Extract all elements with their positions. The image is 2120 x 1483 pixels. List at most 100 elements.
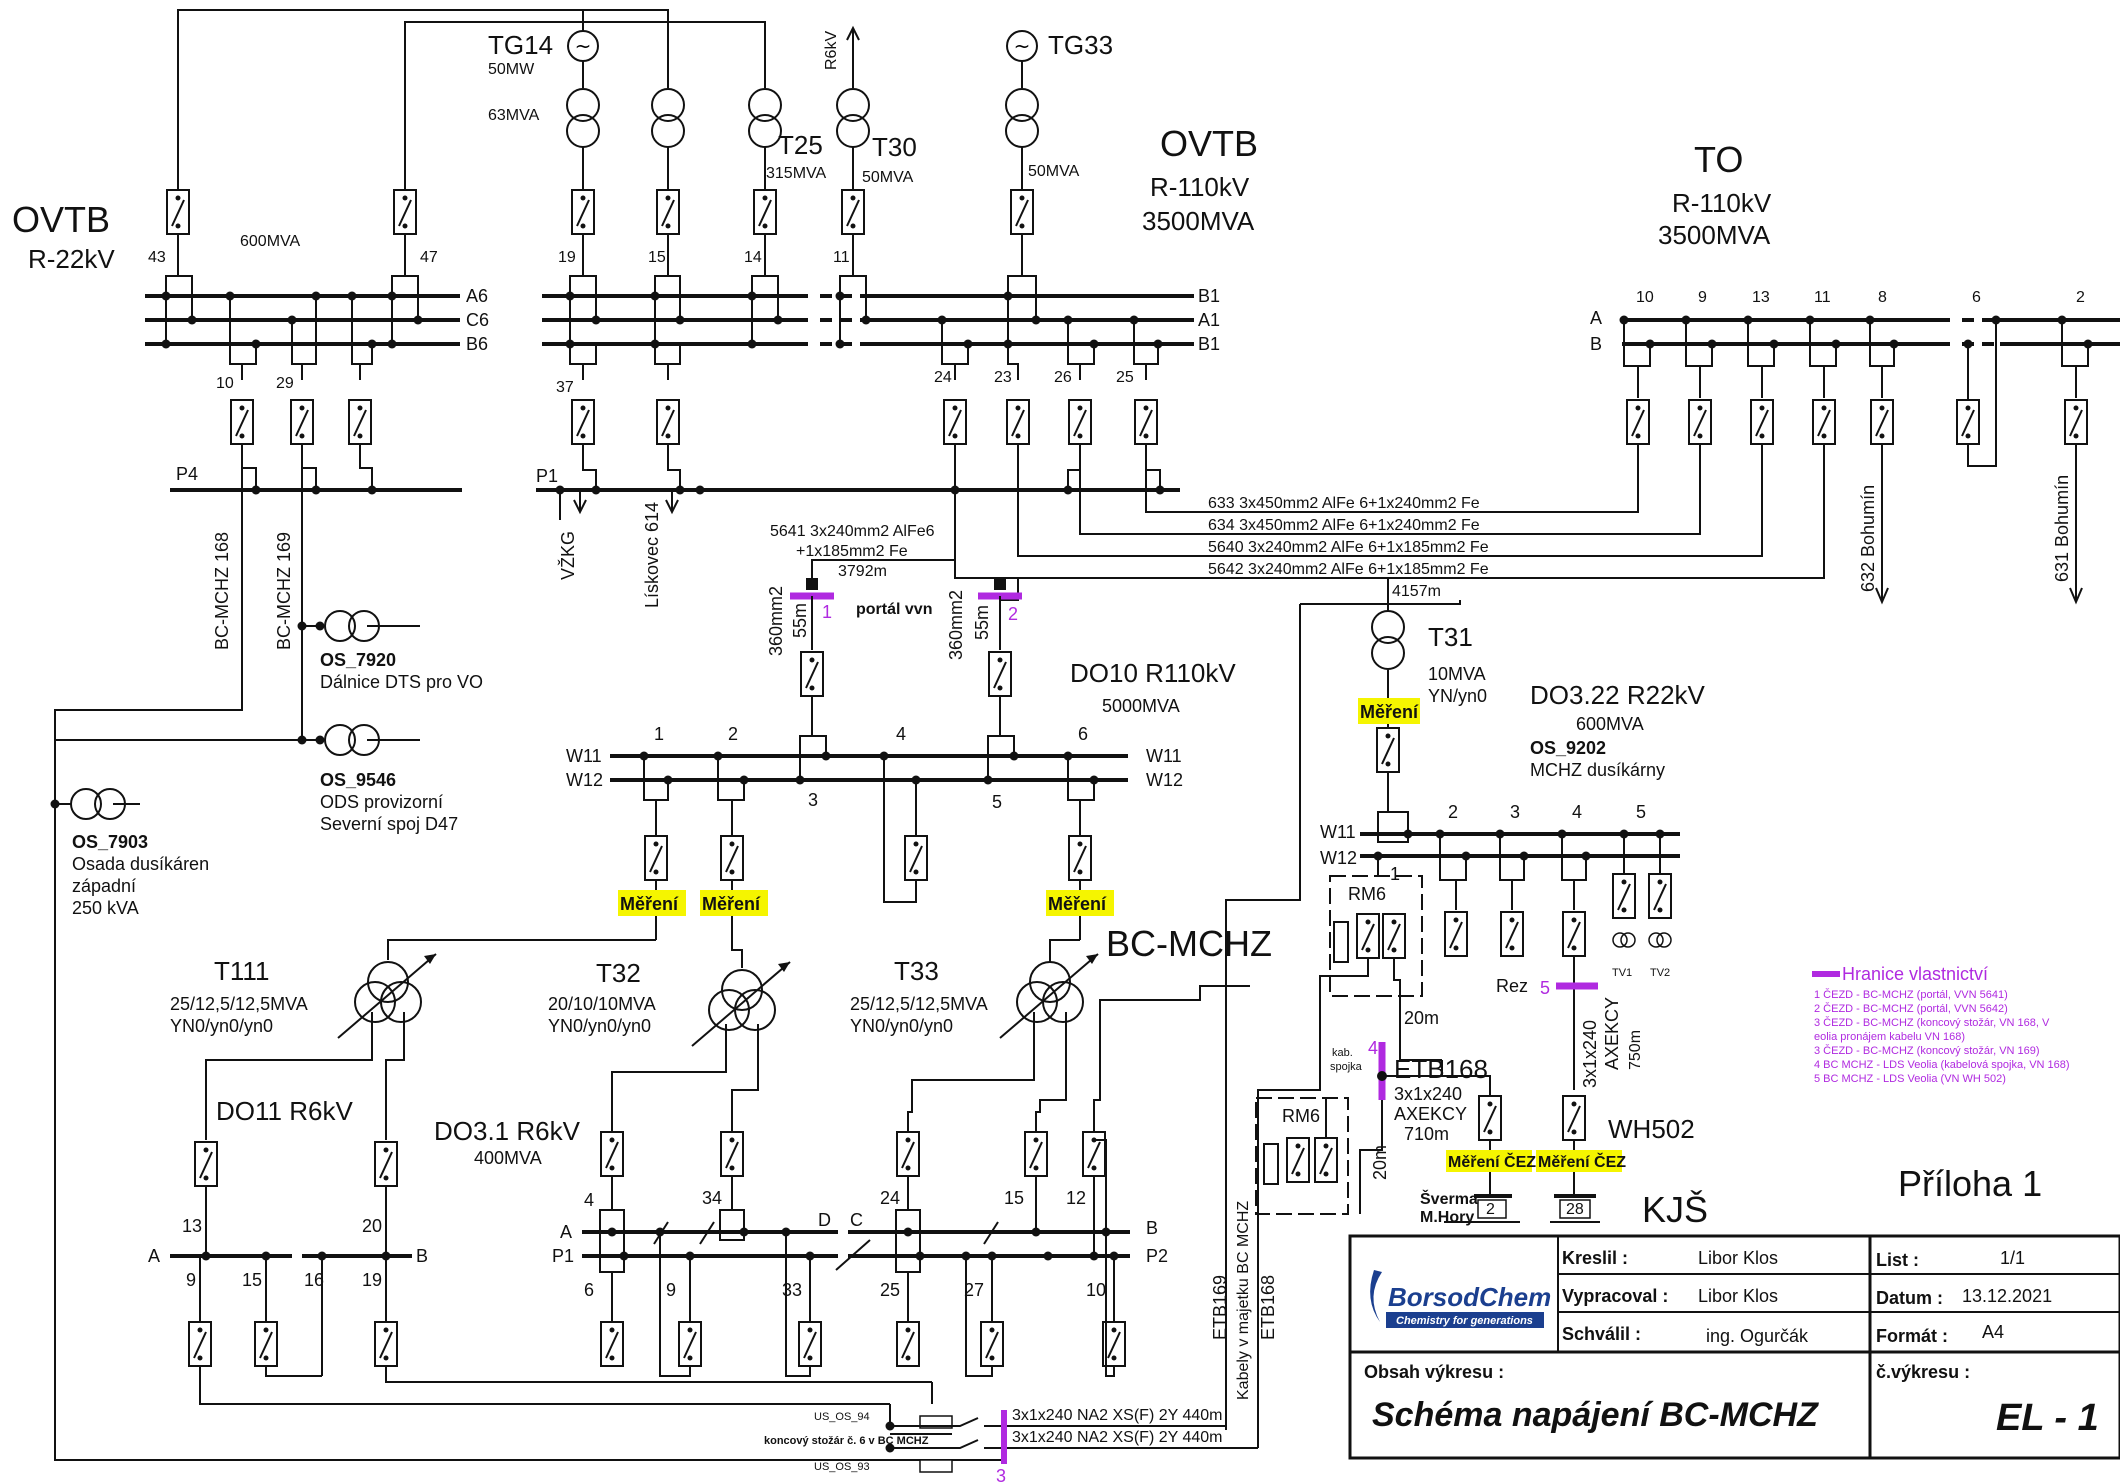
- brand-name: BorsodChem: [1388, 1282, 1551, 1312]
- portal-label: portál vvn: [856, 601, 932, 618]
- feeder-19-label: 19: [558, 249, 576, 266]
- obsah-label: Obsah výkresu :: [1364, 1362, 1504, 1382]
- do10-section: 1 2 portál vvn 360mm2 55m 360mm2 55m DO1…: [387, 578, 1272, 968]
- ovtb-mid-power: 3500MVA: [1142, 206, 1255, 236]
- cable-634: 634 3x450mm2 AlFe 6+1x240mm2 Fe: [1208, 517, 1480, 534]
- cable-5641-b: +1x185mm2 Fe: [796, 543, 908, 560]
- do11-section: DO11 R6kV 13 20 A B 9 15 16 19: [148, 1096, 932, 1405]
- line-bc-mchz-169: BC-MCHZ 169: [274, 532, 294, 650]
- tg33-mva: 50MVA: [1028, 163, 1080, 180]
- to-voltage: R-110kV: [1672, 188, 1772, 218]
- do31-title: DO3.1 R6kV: [434, 1116, 581, 1146]
- do11-f13: 13: [182, 1216, 202, 1236]
- legend-item-5: 4 BC MCHZ - LDS Veolia (kabelová spojka,…: [1814, 1059, 2070, 1071]
- do11-f16: 16: [304, 1270, 324, 1290]
- ovtb-left-name: OVTB: [12, 199, 110, 240]
- bottom-us-os-section: US_OS_94 US_OS_93 koncový stožár č. 6 v …: [764, 1382, 1258, 1483]
- datum-value: 13.12.2021: [1962, 1286, 2052, 1306]
- feeder-11-label: 11: [833, 249, 850, 266]
- do322-os-desc: MCHZ dusíkárny: [1530, 760, 1665, 780]
- etb168-cable-b: AXEKCY: [1394, 1104, 1467, 1124]
- mereni-cez-1: Měření ČEZ: [1448, 1152, 1536, 1171]
- do10-bus-w11-left: W11: [566, 746, 602, 766]
- do31-bus-a: A: [560, 1222, 572, 1242]
- p1-out-vzkg: VŽKG: [558, 531, 578, 580]
- cable-5641-a: 5641 3x240mm2 AlFe6: [770, 523, 935, 540]
- tv1-label: TV1: [1612, 967, 1632, 979]
- kabely-vertical: Kabely v majetku BC MCHZ: [1235, 1201, 1252, 1400]
- t25-name: T25: [778, 130, 823, 160]
- os-7903-desc2: západní: [72, 876, 136, 896]
- do31-f10: 10: [1086, 1280, 1106, 1300]
- spojka-a: kab.: [1332, 1047, 1353, 1059]
- t32-mva: 20/10/10MVA: [548, 994, 656, 1014]
- portal1-mm: 360mm2: [766, 586, 786, 656]
- len-20m-top: 20m: [1404, 1008, 1439, 1028]
- gen-tg14-mva: 63MVA: [488, 107, 540, 124]
- ownership-legend: Hranice vlastnictví 1 ČEZD - BC-MCHZ (po…: [1812, 964, 2070, 1085]
- do31-f34: 34: [702, 1188, 722, 1208]
- do31-bus-p2: P2: [1146, 1246, 1168, 1266]
- to-f2: 2: [2076, 289, 2085, 306]
- cables-110kv: 633 3x450mm2 AlFe 6+1x240mm2 Fe 634 3x45…: [770, 444, 1825, 601]
- axekcy-750-c: 750m: [1627, 1030, 1644, 1070]
- do322-f3: 3: [1510, 802, 1520, 822]
- to-f11: 11: [1814, 289, 1831, 306]
- do322-os: OS_9202: [1530, 738, 1606, 758]
- os-7903-desc1: Osada dusíkáren: [72, 854, 209, 874]
- t111-mva: 25/12,5/12,5MVA: [170, 994, 308, 1014]
- do31-power: 400MVA: [474, 1148, 542, 1168]
- do31-f4: 4: [584, 1190, 594, 1210]
- do11-bus-b: B: [416, 1246, 428, 1266]
- t30-name: T30: [872, 132, 917, 162]
- do31-bus-b: B: [1146, 1218, 1158, 1238]
- drawing-number: EL - 1: [1996, 1397, 2099, 1439]
- do322-section: T31 10MVA YN/yn0 Měření DO3.22 R22kV 600…: [1210, 578, 1708, 1448]
- mereni-t32: Měření: [702, 894, 761, 914]
- do10-f6: 6: [1078, 724, 1088, 744]
- os-7920-id: OS_7920: [320, 650, 396, 670]
- format-label: Formát :: [1876, 1326, 1948, 1346]
- etb168-vertical: ETB168: [1258, 1275, 1278, 1340]
- etb169-vertical: ETB169: [1210, 1275, 1230, 1340]
- etb168-cable-a: 3x1x240: [1394, 1084, 1462, 1104]
- os-9546-desc2: Severní spoj D47: [320, 814, 458, 834]
- do11-f19: 19: [362, 1270, 382, 1290]
- gen-tg14-name: TG14: [488, 30, 553, 60]
- format-value: A4: [1982, 1322, 2004, 1342]
- feeder-43-label: 43: [148, 249, 166, 266]
- to-bus-b: B: [1590, 334, 1602, 354]
- legend-item-3: 3 ČEZD - BC-MCHZ (koncový stožár, VN 168…: [1814, 1016, 2050, 1029]
- cable-440-b: 3x1x240 NA2 XS(F) 2Y 440m: [1012, 1429, 1222, 1446]
- t30-mva: 50MVA: [862, 169, 914, 186]
- kjs-label: KJŠ: [1642, 1189, 1708, 1230]
- etb168-name: ETB168: [1394, 1054, 1488, 1084]
- legend-item-2: 2 ČEZD - BC-MCHZ (portál, VVN 5642): [1814, 1002, 2008, 1015]
- kreslil-label: Kreslil :: [1562, 1248, 1628, 1268]
- etb168-cable-c: 710m: [1404, 1124, 1449, 1144]
- sverma-b: M.Hory: [1420, 1209, 1474, 1226]
- t111-name: T111: [214, 956, 269, 986]
- feeder-10-label: 10: [216, 375, 234, 392]
- box-2: 2: [1486, 1201, 1495, 1218]
- os-9546-id: OS_9546: [320, 770, 396, 790]
- feeder-24-label: 24: [934, 369, 952, 386]
- title-block: BorsodChem Chemistry for generations Kre…: [1348, 1234, 2120, 1460]
- do322-bus-w11: W11: [1320, 822, 1356, 842]
- cable-5640: 5640 3x240mm2 AlFe 6+1x185mm2 Fe: [1208, 539, 1489, 556]
- t31-name: T31: [1428, 622, 1473, 652]
- to-f6: 6: [1972, 289, 1981, 306]
- os-9546-desc1: ODS provizorní: [320, 792, 443, 812]
- p1-out-liskovec: Lískovec 614: [642, 502, 662, 608]
- do322-f4: 4: [1572, 802, 1582, 822]
- to-f9: 9: [1698, 289, 1707, 306]
- us-os-93: US_OS_93: [814, 1461, 870, 1473]
- list-value: 1/1: [2000, 1248, 2025, 1268]
- t32-name: T32: [596, 958, 641, 988]
- ovtb-left-voltage: R-22kV: [28, 244, 115, 274]
- feeder-15-label: 15: [648, 249, 666, 266]
- feeder-25-label: 25: [1116, 369, 1134, 386]
- do322-f2: 2: [1448, 802, 1458, 822]
